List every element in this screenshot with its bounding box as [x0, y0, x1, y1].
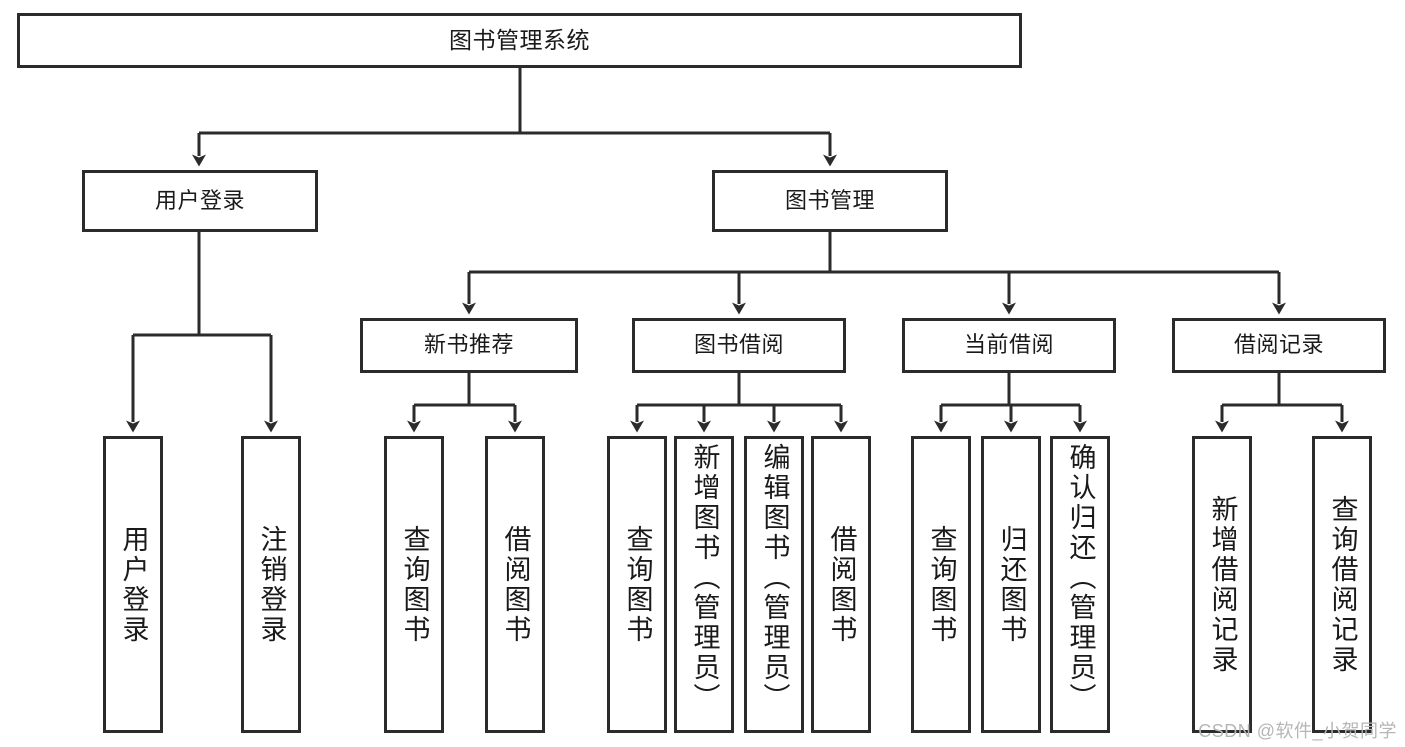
- leaf-query-book-recommend[interactable]: 查询图书: [384, 436, 444, 733]
- node-label: 借阅图书: [500, 524, 531, 645]
- node-label: 归还图书: [996, 524, 1027, 645]
- leaf-user-logout[interactable]: 注销登录: [241, 436, 301, 733]
- node-label: 新书推荐: [423, 332, 514, 358]
- leaf-add-book-admin[interactable]: 新增图书（管理员）: [674, 436, 734, 733]
- node-label: 用户登录: [118, 524, 149, 645]
- node-label: 借阅记录: [1233, 332, 1324, 358]
- node-root-book-management-system[interactable]: 图书管理系统: [17, 13, 1022, 68]
- node-label: 图书借阅: [693, 332, 784, 358]
- node-label: 图书管理系统: [449, 26, 590, 53]
- node-label: 新增借阅记录: [1207, 494, 1238, 675]
- node-label: 查询借阅记录: [1327, 494, 1358, 675]
- leaf-confirm-return-admin[interactable]: 确认归还（管理员）: [1050, 436, 1110, 733]
- node-label: 新增图书（管理员）: [689, 443, 720, 713]
- leaf-borrow-book-borrow[interactable]: 借阅图书: [811, 436, 871, 733]
- node-label: 查询图书: [926, 524, 957, 645]
- node-user-login[interactable]: 用户登录: [82, 170, 318, 232]
- leaf-query-book-current[interactable]: 查询图书: [911, 436, 971, 733]
- node-book-management[interactable]: 图书管理: [712, 170, 948, 232]
- node-label: 确认归还（管理员）: [1065, 443, 1096, 713]
- node-label: 用户登录: [154, 187, 245, 213]
- node-label: 借阅图书: [826, 524, 857, 645]
- node-new-book-recommend[interactable]: 新书推荐: [360, 318, 578, 373]
- leaf-query-borrow-record[interactable]: 查询借阅记录: [1312, 436, 1372, 733]
- leaf-edit-book-admin[interactable]: 编辑图书（管理员）: [744, 436, 804, 733]
- node-borrow-record[interactable]: 借阅记录: [1172, 318, 1386, 373]
- leaf-borrow-book-recommend[interactable]: 借阅图书: [485, 436, 545, 733]
- node-book-borrow[interactable]: 图书借阅: [632, 318, 846, 373]
- watermark-text: CSDN @软件_小贺同学: [1198, 721, 1397, 741]
- node-label: 注销登录: [256, 524, 287, 645]
- node-current-borrow[interactable]: 当前借阅: [902, 318, 1116, 373]
- node-label: 当前借阅: [963, 332, 1054, 358]
- leaf-query-book-borrow[interactable]: 查询图书: [607, 436, 667, 733]
- node-label: 查询图书: [399, 524, 430, 645]
- node-label: 编辑图书（管理员）: [759, 443, 790, 713]
- leaf-add-borrow-record[interactable]: 新增借阅记录: [1192, 436, 1252, 733]
- node-label: 查询图书: [622, 524, 653, 645]
- leaf-user-login[interactable]: 用户登录: [103, 436, 163, 733]
- node-label: 图书管理: [784, 187, 875, 213]
- leaf-return-book[interactable]: 归还图书: [981, 436, 1041, 733]
